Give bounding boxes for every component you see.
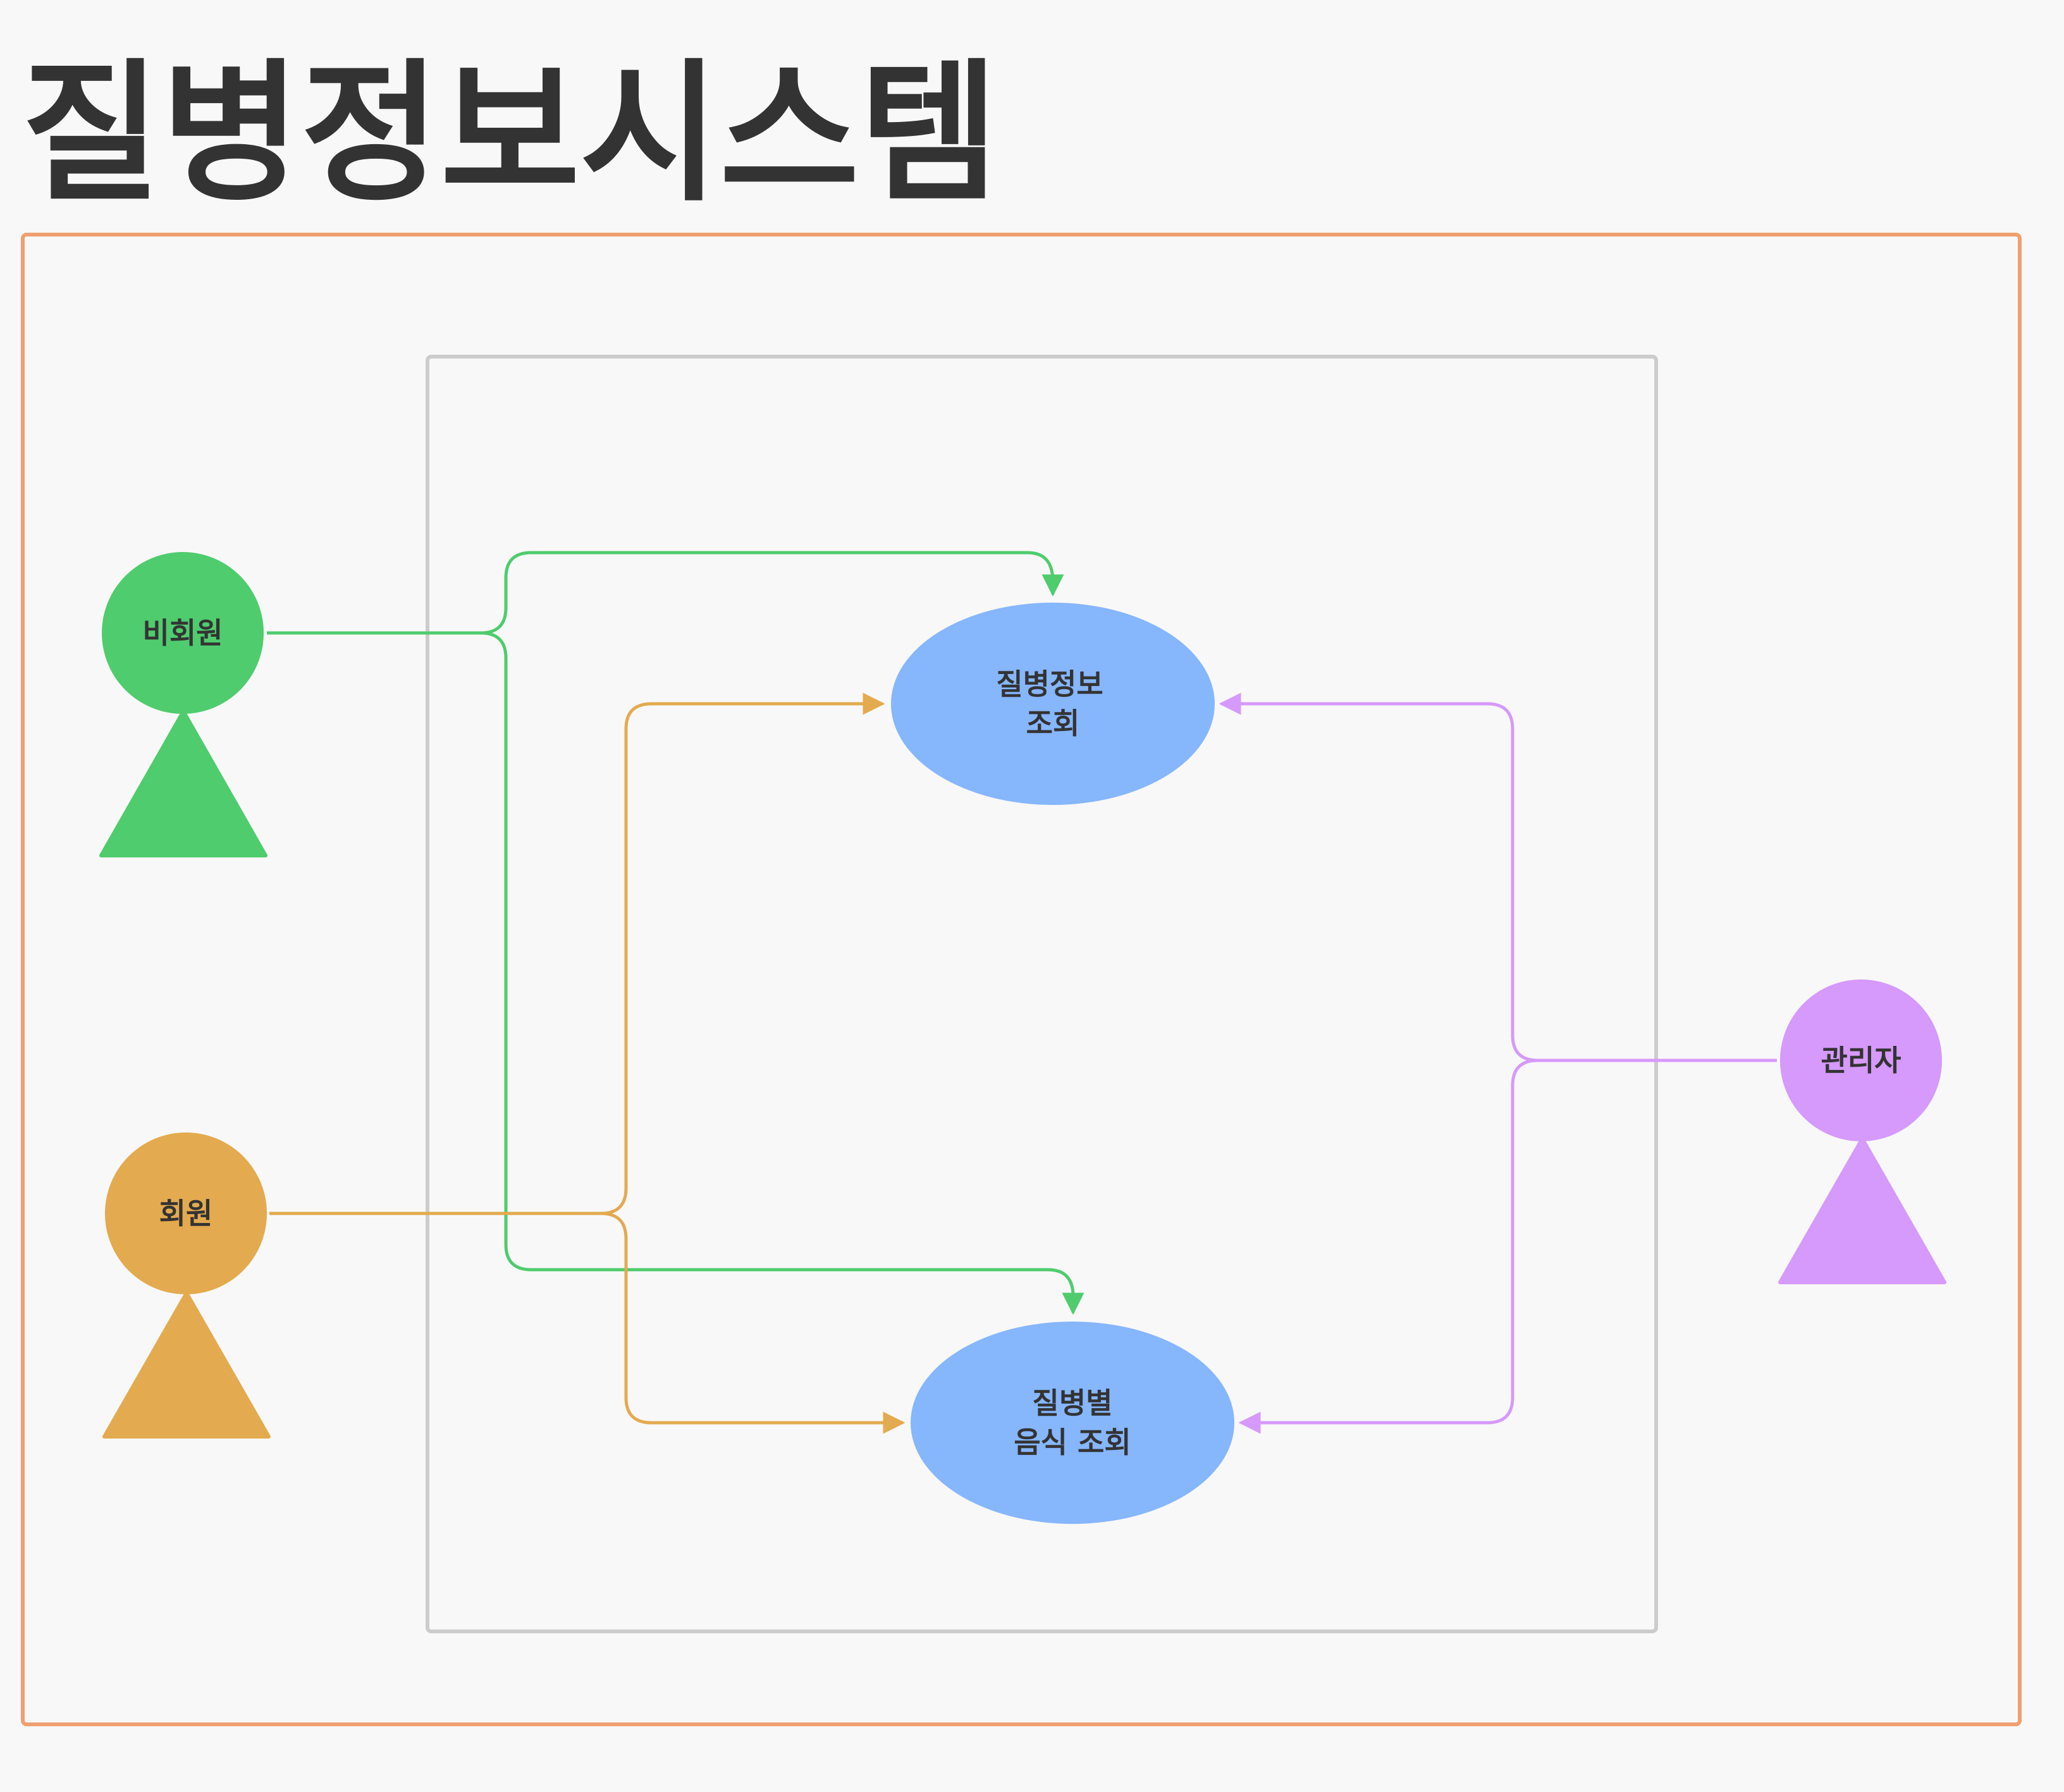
actor-admin-label: 관리자	[1821, 1043, 1901, 1077]
page-title: 질병정보시스템	[22, 45, 999, 222]
association-nonmember-disease-food	[480, 631, 1084, 1315]
association-nonmember-disease-info	[267, 551, 1064, 635]
usecase-disease-info-ellipse	[891, 603, 1215, 805]
actor-non-member-body	[99, 709, 267, 857]
actor-non-member[interactable]: 비회원	[99, 552, 267, 857]
actor-member-body	[102, 1291, 271, 1439]
usecase-disease-info[interactable]: 질병정보 조회	[891, 603, 1215, 805]
association-member-disease-food	[600, 1212, 906, 1434]
usecase-disease-info-label-line2: 조회	[1026, 706, 1080, 740]
actor-admin-head	[1780, 979, 1942, 1141]
actor-non-member-label: 비회원	[143, 616, 223, 650]
system-boundary	[426, 355, 1658, 1633]
association-admin-disease-info	[1219, 692, 1777, 1062]
actor-admin[interactable]: 관리자	[1778, 979, 1946, 1284]
outer-frame	[21, 233, 2022, 1726]
actor-member-head	[105, 1132, 267, 1294]
usecase-disease-food[interactable]: 질병별 음식 조회	[911, 1322, 1234, 1524]
actor-member[interactable]: 회원	[102, 1132, 271, 1439]
usecase-disease-food-label-line2: 음식 조회	[1014, 1425, 1131, 1459]
association-admin-disease-food	[1238, 1059, 1539, 1434]
actor-admin-body	[1778, 1137, 1946, 1284]
association-member-disease-info	[269, 692, 885, 1215]
usecase-disease-food-ellipse	[911, 1322, 1234, 1524]
usecase-disease-info-label-line1: 질병정보	[996, 667, 1103, 701]
usecase-disease-food-label-line1: 질병별	[1033, 1386, 1113, 1420]
actor-member-label: 회원	[159, 1196, 213, 1230]
actor-non-member-head	[102, 552, 264, 714]
